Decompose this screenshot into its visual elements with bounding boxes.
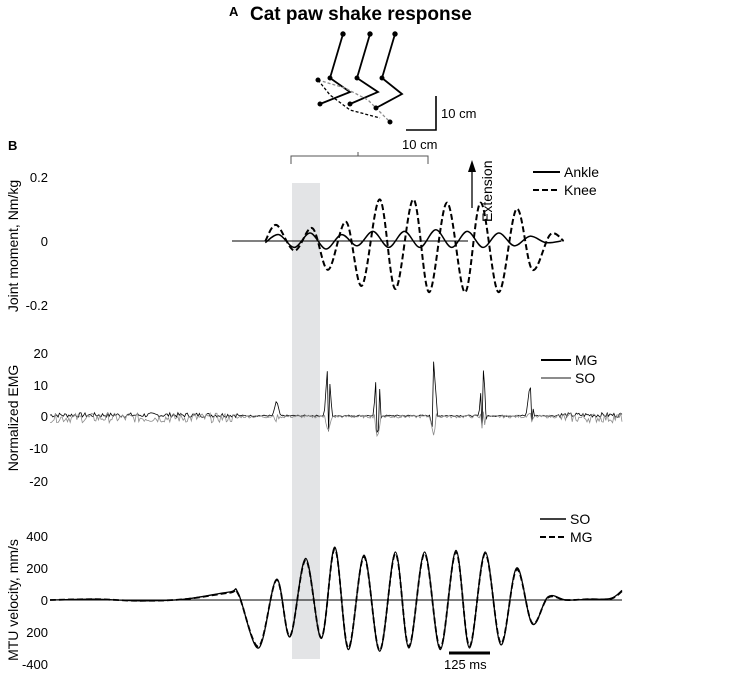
- legend-mg-mtu-label: MG: [570, 529, 593, 545]
- shaded-time-band: [292, 183, 320, 659]
- mtu-series: [49, 546, 623, 652]
- emg-panel: 20 10 0 -10 -20 Normalized EMG: [5, 346, 623, 489]
- ytick-label: -0.2: [26, 298, 48, 313]
- extension-label: Extension: [479, 161, 495, 222]
- ytick-label: 0: [41, 234, 48, 249]
- legend-mtu: SO MG: [540, 511, 593, 545]
- emg-mg-trace: [49, 361, 623, 434]
- panel-b-letter: B: [8, 138, 17, 153]
- ytick-label: 400: [26, 529, 48, 544]
- joint-moment-yticks: 0.2 0 -0.2: [26, 170, 48, 313]
- stick-scale-bars: [406, 96, 437, 131]
- joint-moment-ylabel: Joint moment, Nm/kg: [5, 180, 21, 312]
- stick-scale-horizontal-label: 10 cm: [402, 137, 437, 152]
- extension-arrow: [468, 160, 476, 208]
- stick-figures: [315, 31, 404, 125]
- joint-moment-series: [264, 198, 565, 294]
- joint-moment-ankle-line: [264, 229, 562, 250]
- ytick-label: 20: [34, 346, 48, 361]
- ytick-label: -400: [22, 657, 48, 672]
- legend-ankle-label: Ankle: [564, 164, 599, 180]
- legend-joint-moment: Ankle Knee: [533, 164, 599, 198]
- mtu-so-line: [49, 546, 623, 652]
- legend-emg: MG SO: [541, 352, 598, 386]
- panel-a-title: Cat paw shake response: [250, 4, 472, 25]
- ytick-label: 0.2: [30, 170, 48, 185]
- joint-moment-knee-line: [264, 198, 565, 294]
- emg-so-trace: [49, 411, 623, 438]
- ytick-label: 0: [41, 593, 48, 608]
- mtu-mg-line: [49, 547, 623, 652]
- legend-so-emg-label: SO: [575, 370, 595, 386]
- panel-a-letter: A: [229, 4, 239, 19]
- mtu-ylabel: MTU velocity, mm/s: [5, 539, 21, 661]
- ytick-label: -20: [29, 474, 48, 489]
- shake-episode-bracket: [290, 152, 429, 164]
- time-scale-label: 125 ms: [444, 657, 487, 672]
- stick-scale-vertical-label: 10 cm: [441, 106, 476, 121]
- emg-series: [49, 361, 623, 438]
- emg-ylabel: Normalized EMG: [5, 365, 21, 472]
- ytick-label: 10: [34, 378, 48, 393]
- ytick-label: -10: [29, 441, 48, 456]
- joint-moment-panel: 0.2 0 -0.2 Joint moment, Nm/kg: [5, 170, 565, 313]
- ytick-label: 200: [26, 625, 48, 640]
- emg-yticks: 20 10 0 -10 -20: [29, 346, 48, 489]
- mtu-yticks: 400 200 0 200 -400: [22, 529, 48, 672]
- legend-knee-label: Knee: [564, 182, 597, 198]
- legend-mg-emg-label: MG: [575, 352, 598, 368]
- mtu-velocity-panel: 400 200 0 200 -400 MTU velocity, mm/s: [5, 529, 623, 672]
- ytick-label: 200: [26, 561, 48, 576]
- ytick-label: 0: [41, 409, 48, 424]
- legend-so-mtu-label: SO: [570, 511, 590, 527]
